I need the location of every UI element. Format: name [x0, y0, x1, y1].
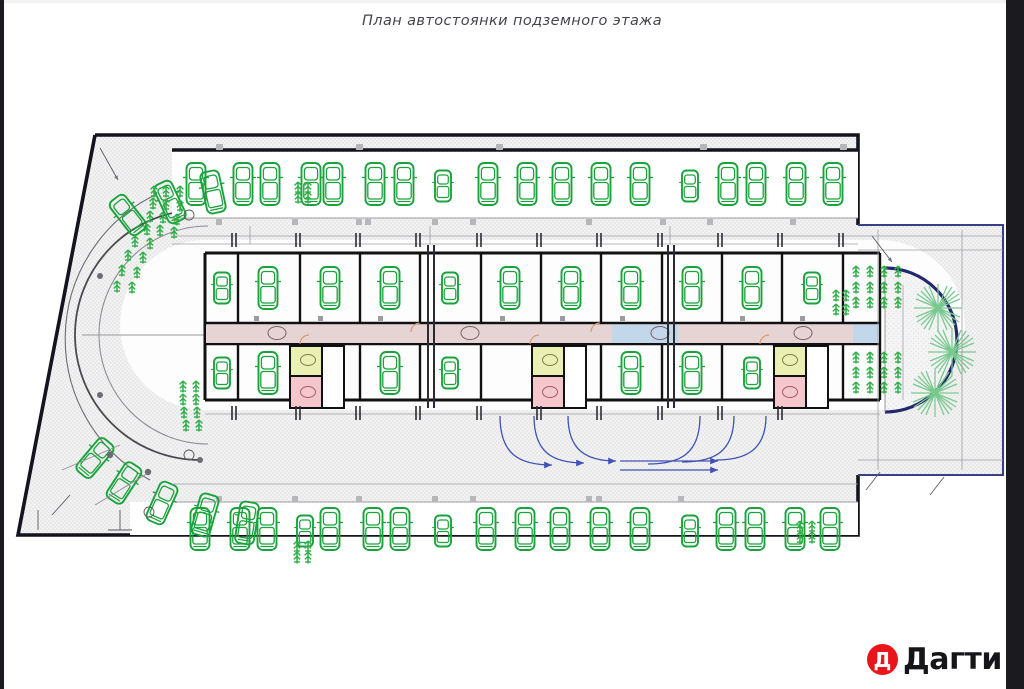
floor-plan-drawing [0, 40, 1024, 640]
company-logo: Д Дагти [866, 641, 1002, 677]
sheet-top-edge [0, 0, 1024, 3]
core-1 [289, 345, 345, 409]
garage-columns [254, 316, 805, 321]
dimension-lines [172, 226, 1003, 485]
row-north-outer [172, 144, 858, 225]
west-fan-parking [61, 167, 265, 547]
core-3 [773, 345, 829, 409]
annotation-leaders [37, 147, 945, 531]
technical-room-blue-1 [612, 324, 678, 343]
column-grid [231, 233, 844, 420]
sheet-right-edge [1006, 0, 1024, 689]
core-group [289, 345, 829, 409]
logo-mark-icon: Д [866, 644, 898, 675]
sheet-left-edge [0, 0, 4, 689]
technical-room-blue-2 [853, 324, 879, 343]
traffic-flow-arrows [499, 415, 767, 474]
page-title: План автостоянки подземного этажа [361, 13, 662, 29]
central-corridor [206, 322, 879, 345]
logo-wordmark: Дагти [902, 641, 1002, 677]
core-2 [531, 345, 587, 409]
service-shafts [427, 245, 675, 408]
